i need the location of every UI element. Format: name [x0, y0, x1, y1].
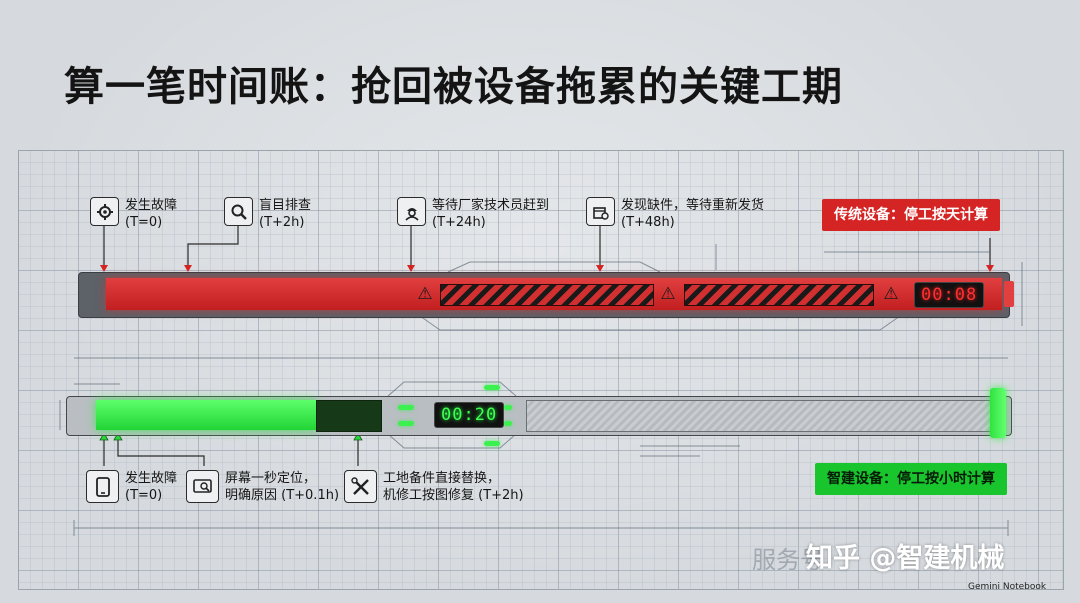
indicator-light: [484, 385, 500, 390]
warning-icon: ⚠: [417, 284, 433, 304]
smart-remaining-track: [526, 400, 994, 432]
zhihu-watermark: 知乎 @智建机械: [806, 543, 1005, 574]
magnifier-icon: [224, 197, 253, 226]
traditional-event-wait-technician: 等待厂家技术员赶到(T+24h): [397, 197, 549, 231]
traditional-end-cap: [1004, 281, 1014, 307]
warning-icon: ⚠: [660, 284, 676, 304]
indicator-light: [504, 405, 512, 410]
traditional-event-missing-parts: 发现缺件，等待重新发货(T+48h): [586, 197, 764, 231]
warning-icon: ⚠: [883, 284, 899, 304]
hazard-stripe: [684, 284, 874, 306]
watermark-ghost-text: 服务号: [752, 546, 824, 574]
traditional-event-troubleshoot: 盲目排查(T+2h): [224, 197, 311, 231]
smart-event-fault: 发生故障(T=0): [86, 470, 177, 504]
smart-end-cap: [990, 388, 1006, 438]
smart-timer: 00:20: [434, 402, 505, 428]
gear-icon: [90, 197, 119, 226]
indicator-light: [398, 421, 414, 426]
hazard-stripe: [440, 284, 654, 306]
tools-icon: [344, 470, 377, 503]
traditional-equipment-label: 传统设备：停工按天计算: [822, 199, 1000, 231]
smart-gauge-segment: [316, 400, 382, 432]
smart-event-repair: 工地备件直接替换，机修工按图修复 (T+2h): [344, 470, 524, 504]
page-title: 算一笔时间账：抢回被设备拖累的关键工期: [64, 64, 843, 110]
traditional-event-fault: 发生故障(T=0): [90, 197, 177, 231]
smart-equipment-label: 智建设备：停工按小时计算: [815, 463, 1007, 495]
indicator-light: [504, 421, 512, 426]
screen-diagnose-icon: [186, 470, 219, 503]
smart-downtime-bar: [96, 400, 316, 430]
traditional-timer: 00:08: [914, 282, 985, 308]
worker-icon: [397, 197, 426, 226]
tablet-icon: [86, 470, 119, 503]
smart-event-diagnose: 屏幕一秒定位，明确原因 (T+0.1h): [186, 470, 339, 504]
brand-credit: Gemini Notebook: [968, 582, 1047, 592]
indicator-light: [398, 405, 414, 410]
indicator-light: [484, 441, 500, 446]
parts-box-icon: [586, 197, 615, 226]
